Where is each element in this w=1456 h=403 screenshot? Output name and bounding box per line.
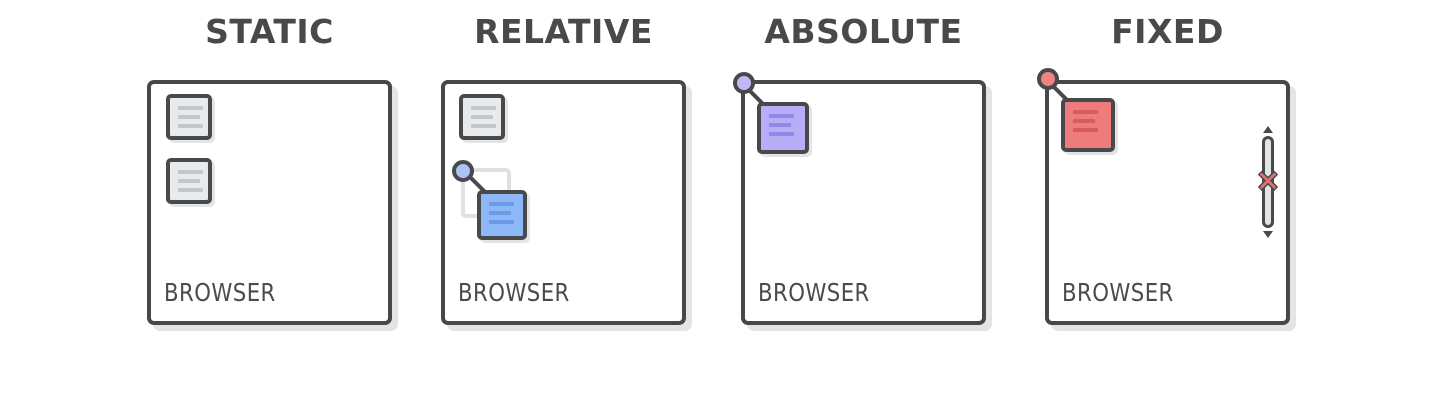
document-icon (166, 94, 212, 140)
scrollbar-icon (1262, 136, 1274, 228)
anchor-pin-icon (452, 160, 474, 182)
panel-fixed: FIXED ✕ BROWSER (1037, 0, 1305, 403)
browser-frame: BROWSER (147, 80, 392, 325)
panel-relative: RELATIVE BROWSER (441, 0, 701, 403)
browser-label: BROWSER (1062, 278, 1174, 307)
document-icon (166, 158, 212, 204)
panel-static: STATIC BROWSER (147, 0, 407, 403)
browser-label: BROWSER (758, 278, 870, 307)
panel-title: ABSOLUTE (764, 12, 963, 51)
browser-label: BROWSER (164, 278, 276, 307)
browser-frame: ✕ BROWSER (1037, 68, 1290, 325)
document-icon (757, 102, 809, 154)
document-icon (1061, 98, 1115, 152)
document-icon (477, 190, 527, 240)
panel-title: STATIC (205, 12, 334, 51)
scroll-down-arrow-icon (1263, 231, 1273, 238)
browser-frame: BROWSER (733, 72, 986, 325)
anchor-pin-icon (1037, 68, 1059, 90)
anchor-pin-icon (733, 72, 755, 94)
browser-frame: BROWSER (441, 80, 686, 325)
scroll-up-arrow-icon (1263, 126, 1273, 133)
panel-title: FIXED (1111, 12, 1224, 51)
cross-icon: ✕ (1256, 165, 1280, 198)
panel-absolute: ABSOLUTE BROWSER (733, 0, 1001, 403)
panel-title: RELATIVE (474, 12, 653, 51)
document-icon (459, 94, 505, 140)
browser-label: BROWSER (458, 278, 570, 307)
